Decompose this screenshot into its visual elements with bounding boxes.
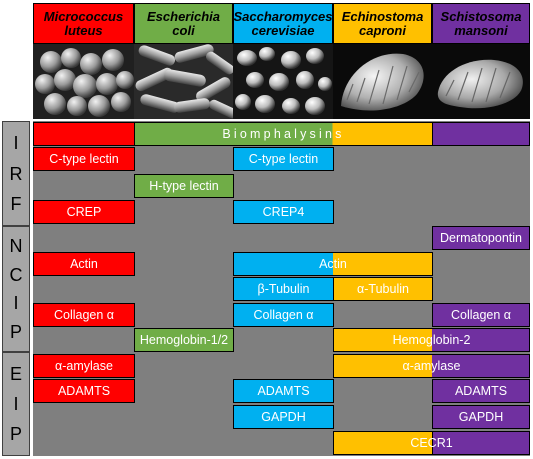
c-type-lectin-micrococcus: C-type lectin — [33, 147, 135, 171]
alpha-tubulin-echinostoma: α-Tubulin — [333, 277, 433, 301]
species-epithet: mansoni — [454, 22, 508, 38]
species-epithet: caproni — [359, 22, 406, 38]
species-genus: Saccharomyces — [233, 8, 333, 24]
echinostoma-micrograph — [333, 44, 432, 119]
species-epithet: luteus — [64, 22, 103, 38]
collagen-alpha-micrococcus: Collagen α — [33, 303, 135, 327]
alpha-amylase-micrococcus: α-amylase — [33, 354, 135, 378]
alpha-amylase-echinostoma-schistosoma-bar — [333, 354, 530, 378]
hemoglobin-2-label: Hemoglobin-2 — [392, 333, 471, 347]
group-label-eip: E I P — [2, 352, 30, 456]
adamts-schistosoma: ADAMTS — [432, 379, 530, 403]
actin-saccharomyces-echinostoma-bar — [233, 252, 433, 276]
group-label-irf: I R F — [2, 121, 30, 226]
hemoglobin-1-2-ecoli: Hemoglobin-1/2 — [134, 328, 234, 352]
biomphalysins-schistosoma-bar — [432, 122, 530, 146]
schistosoma-micrograph — [432, 44, 530, 119]
group-label-ncip: N C I P — [2, 226, 30, 352]
gapdh-saccharomyces: GAPDH — [233, 405, 334, 429]
biomphalysins-ecoli-to-echinostoma-bar — [134, 122, 433, 146]
c-type-lectin-saccharomyces: C-type lectin — [233, 147, 334, 171]
escherichia-micrograph — [134, 44, 233, 119]
species-epithet: coli — [172, 22, 195, 38]
cecr1-shared-label: CECR1 — [410, 436, 453, 450]
beta-tubulin-saccharomyces: β-Tubulin — [233, 277, 334, 301]
biomphalysins-label: Biomphalysins — [222, 127, 345, 141]
adamts-saccharomyces: ADAMTS — [233, 379, 334, 403]
h-type-lectin-ecoli: H-type lectin — [134, 174, 234, 198]
alpha-amylase-shared-label: α-amylase — [402, 359, 461, 373]
species-genus: Micrococcus — [43, 8, 124, 24]
collagen-alpha-schistosoma: Collagen α — [432, 303, 530, 327]
hemoglobin-2-echinostoma-schistosoma-bar — [333, 328, 530, 352]
biomphalysins-micrococcus-bar — [33, 122, 135, 146]
species-genus: Escherichia — [147, 8, 220, 24]
dermatopontin-schistosoma: Dermatopontin — [432, 226, 530, 250]
crep-micrococcus: CREP — [33, 200, 135, 224]
actin-micrococcus: Actin — [33, 252, 135, 276]
species-genus: Schistosoma — [440, 8, 522, 24]
collagen-alpha-saccharomyces: Collagen α — [233, 303, 334, 327]
adamts-micrococcus: ADAMTS — [33, 379, 135, 403]
species-epithet: cerevisiae — [251, 22, 315, 38]
cecr1-schistosoma — [432, 431, 530, 455]
micrococcus-micrograph — [33, 44, 134, 119]
cecr1-echinostoma — [333, 431, 433, 455]
species-genus: Echinostoma — [341, 8, 424, 24]
gapdh-schistosoma: GAPDH — [432, 405, 530, 429]
crep4-saccharomyces: CREP4 — [233, 200, 334, 224]
saccharomyces-micrograph — [233, 44, 333, 119]
actin-shared-label: Actin — [319, 257, 347, 271]
